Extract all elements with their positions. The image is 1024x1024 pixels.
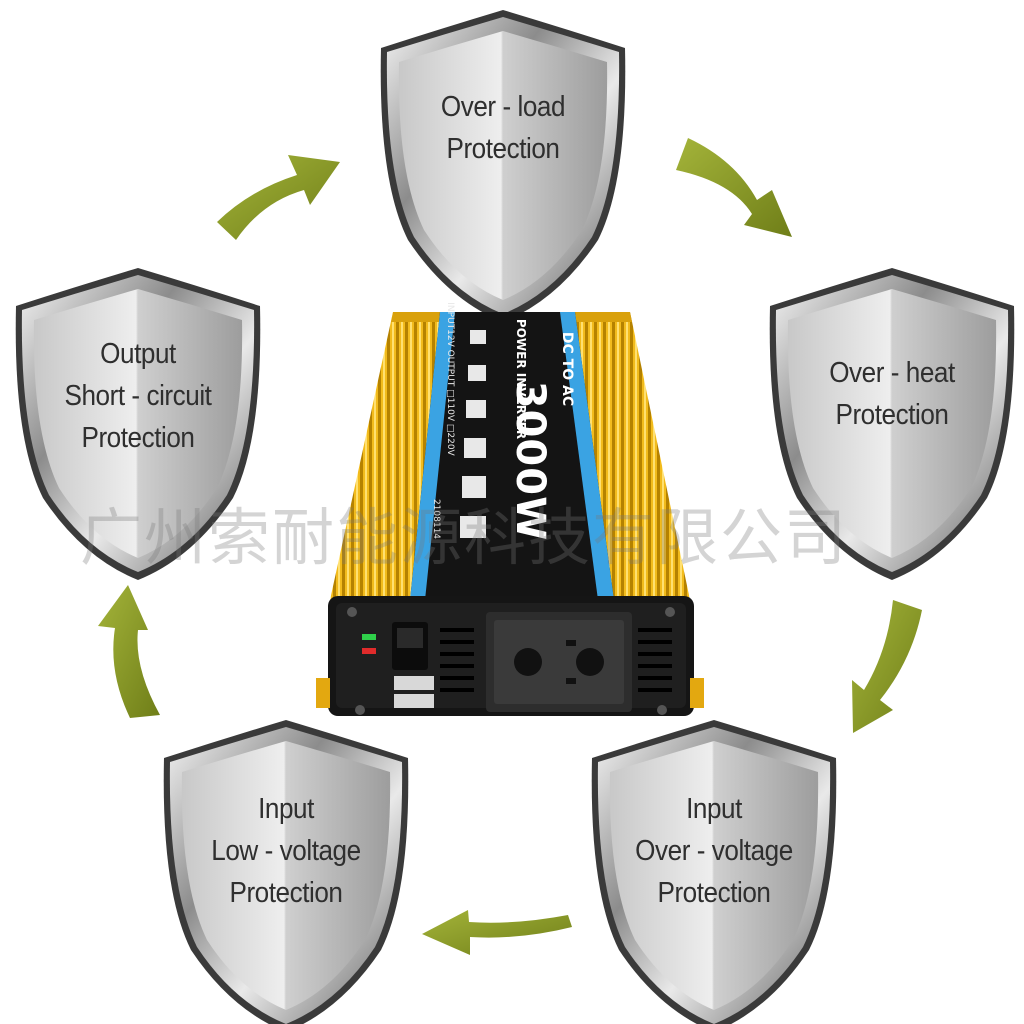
appliance-icons [460,330,486,538]
usb-port [394,676,434,690]
shield-label-overheat: Over - heat Protection [793,352,991,436]
fault-led [362,648,376,654]
shield-line: Input [258,793,314,825]
arrow-icon [422,910,572,955]
inverter-title: POWER INVERTER [514,318,528,440]
label-stripe [410,312,455,600]
vent-slots [440,628,672,692]
arrow-icon [217,155,340,240]
shield-line: Protection [835,399,949,431]
shield-line: Input [686,793,742,825]
label-stripe [560,312,614,600]
shield-label-input-overvoltage: Input Over - voltage Protection [606,788,822,914]
arrow-icon [98,585,160,718]
shield-line: Protection [229,877,343,909]
arrow-icon [852,600,922,733]
shield-line: Short - circuit [64,380,212,412]
shield-line: Over - load [440,91,566,123]
usb-port [394,694,434,708]
shield-line: Protection [657,877,771,909]
shield-line: Output [100,338,176,370]
shield-line: Over - heat [829,357,955,389]
arrow-icon [676,138,792,237]
watermark: 广州索耐能源科技有限公司 [80,501,849,574]
shield-line: Protection [446,133,560,165]
shield-label-input-lowvoltage: Input Low - voltage Protection [178,788,394,914]
shield-line: Over - voltage [635,835,793,867]
inverter-subtitle: DC TO AC [559,331,575,407]
power-led [362,634,376,640]
shield-line: Protection [81,422,195,454]
shield-label-output-shortcircuit: Output Short - circuit Protection [30,333,246,459]
inverter-spec: INPUT12V OUTPUT □110V □220V [445,302,455,456]
shield-label-overload: Over - load Protection [404,86,602,170]
shield-line: Low - voltage [211,835,361,867]
